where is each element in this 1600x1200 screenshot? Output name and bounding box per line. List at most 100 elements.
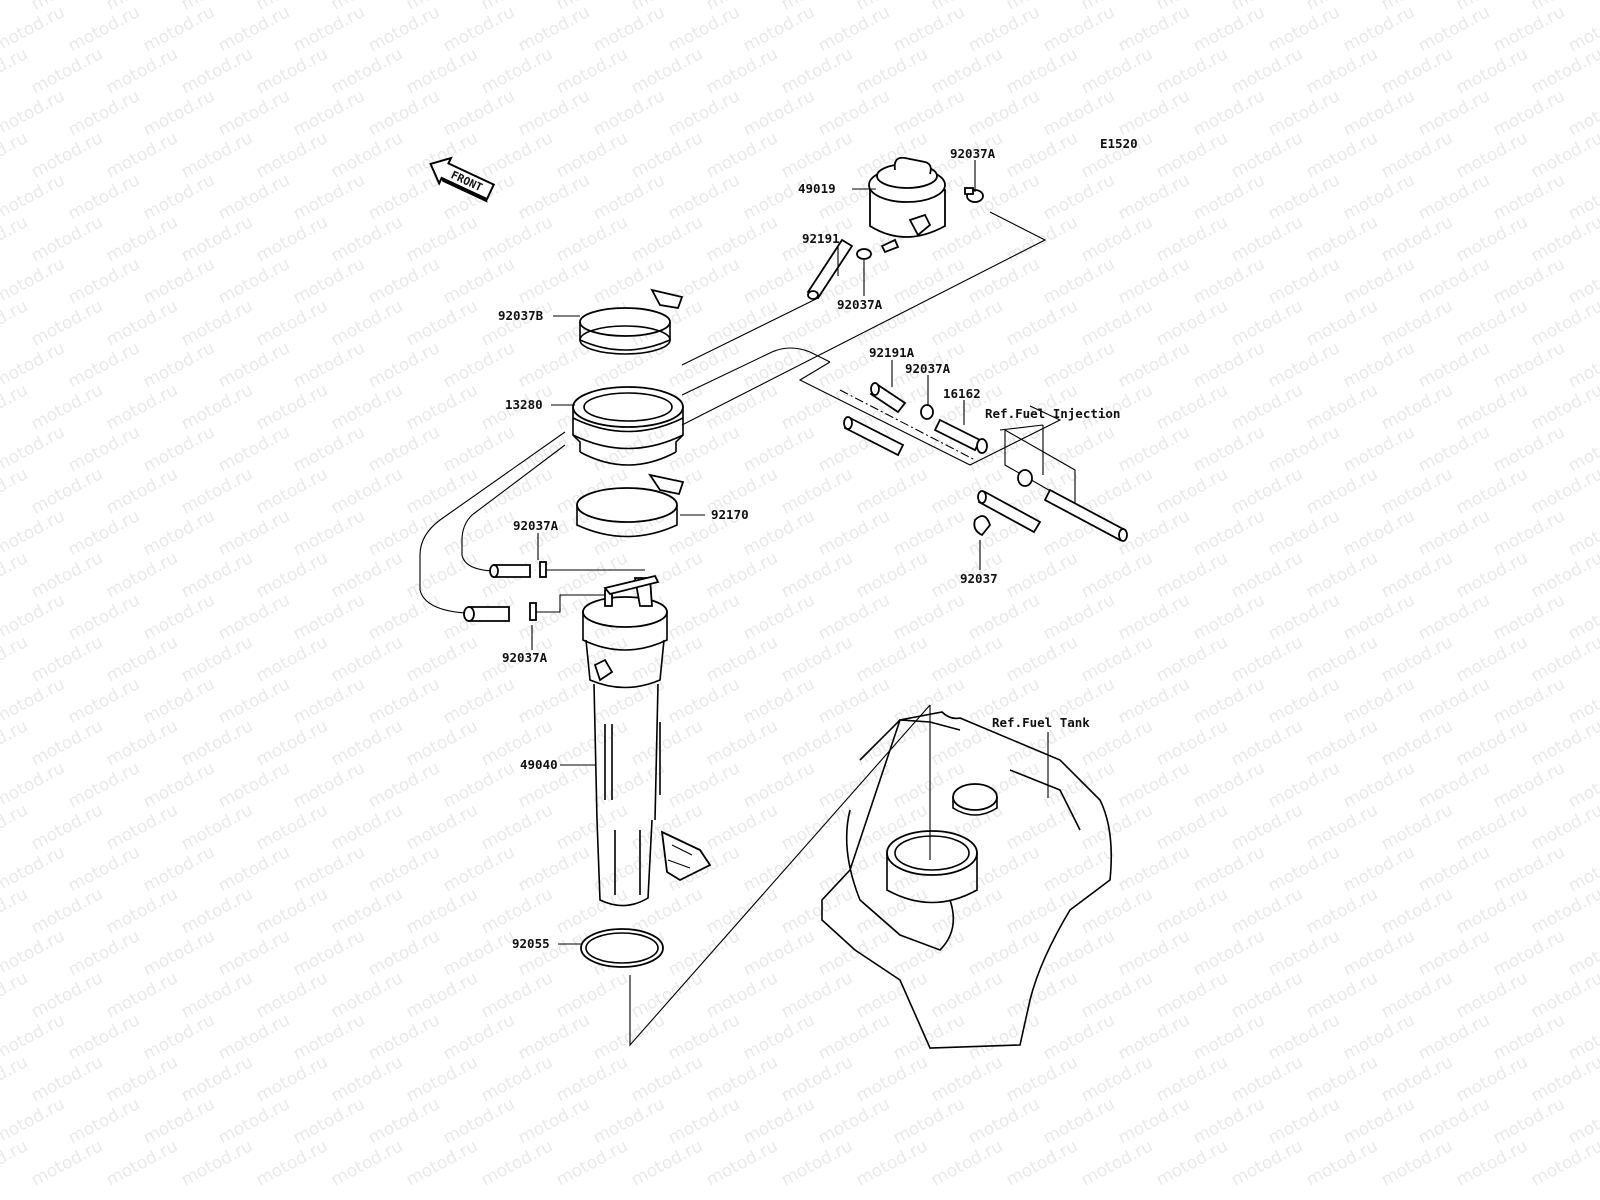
watermark-text: motod.ru — [440, 842, 518, 896]
watermark-text: motod.ru — [628, 968, 706, 1022]
watermark-text: motod.ru — [103, 380, 181, 434]
watermark-text: motod.ru — [703, 632, 781, 686]
watermark-text: motod.ru — [1190, 170, 1268, 224]
watermark-text: motod.ru — [1453, 296, 1531, 350]
watermark-text: motod.ru — [215, 506, 293, 560]
watermark-text: motod.ru — [665, 1094, 743, 1148]
watermark-text: motod.ru — [103, 1052, 181, 1106]
watermark-text: motod.ru — [1453, 800, 1531, 854]
watermark-text: motod.ru — [703, 44, 781, 98]
watermark-text: motod.ru — [1265, 506, 1343, 560]
watermark-text: motod.ru — [553, 44, 631, 98]
watermark-text: motod.ru — [1115, 926, 1193, 980]
watermark-text: motod.ru — [140, 842, 218, 896]
watermark-text: motod.ru — [328, 296, 406, 350]
watermark-text: motod.ru — [253, 44, 331, 98]
watermark-text: motod.ru — [290, 338, 368, 392]
watermark-text: motod.ru — [1378, 800, 1456, 854]
label-92037A-top: 92037A — [950, 146, 996, 161]
watermark-text: motod.ru — [1378, 548, 1456, 602]
watermark-text: motod.ru — [628, 212, 706, 266]
watermark-text: motod.ru — [403, 800, 481, 854]
watermark-text: motod.ru — [1340, 758, 1418, 812]
watermark-text: motod.ru — [215, 338, 293, 392]
joint-16162 — [933, 418, 988, 454]
watermark-text: motod.ru — [1265, 1094, 1343, 1148]
watermark-text: motod.ru — [928, 1136, 1006, 1190]
watermark-text: motod.ru — [365, 506, 443, 560]
watermark-text: motod.ru — [65, 674, 143, 728]
watermark-text: motod.ru — [403, 1052, 481, 1106]
watermark-text: motod.ru — [1415, 506, 1493, 560]
watermark-text: motod.ru — [178, 296, 256, 350]
watermark-text: motod.ru — [65, 758, 143, 812]
watermark-text: motod.ru — [1265, 674, 1343, 728]
watermark-text: motod.ru — [553, 212, 631, 266]
watermark-text: motod.ru — [1003, 212, 1081, 266]
fuel-filter-49019 — [868, 156, 946, 254]
watermark-text: motod.ru — [1303, 380, 1381, 434]
watermark-text: motod.ru — [1490, 338, 1568, 392]
watermark-text: motod.ru — [403, 884, 481, 938]
watermark-text: motod.ru — [478, 296, 556, 350]
watermark-text: motod.ru — [1453, 1052, 1531, 1106]
watermark-text: motod.ru — [403, 212, 481, 266]
watermark-text: motod.ru — [553, 128, 631, 182]
watermark-text: motod.ru — [65, 422, 143, 476]
watermark-text: motod.ru — [103, 464, 181, 518]
watermark-text: motod.ru — [515, 422, 593, 476]
watermark-text: motod.ru — [553, 800, 631, 854]
watermark-text: motod.ru — [703, 1052, 781, 1106]
watermark-text: motod.ru — [1528, 968, 1600, 1022]
watermark-text: motod.ru — [365, 2, 443, 56]
watermark-text: motod.ru — [103, 968, 181, 1022]
hose-92191 — [806, 238, 854, 300]
ref-fuel-injection-box — [1004, 429, 1128, 542]
label-92037A-left1: 92037A — [513, 518, 559, 533]
watermark-text: motod.ru — [1340, 1094, 1418, 1148]
watermark-text: motod.ru — [1228, 1052, 1306, 1106]
watermark-text: motod.ru — [328, 632, 406, 686]
watermark-text: motod.ru — [1115, 422, 1193, 476]
watermark-text: motod.ru — [1453, 464, 1531, 518]
watermark-text: motod.ru — [478, 128, 556, 182]
watermark-text: motod.ru — [290, 842, 368, 896]
watermark-text: motod.ru — [553, 968, 631, 1022]
watermark-text: motod.ru — [365, 338, 443, 392]
watermark-text: motod.ru — [253, 212, 331, 266]
watermark-text: motod.ru — [1153, 296, 1231, 350]
watermark-text: motod.ru — [703, 128, 781, 182]
watermark-text: motod.ru — [403, 968, 481, 1022]
watermark-text: motod.ru — [703, 800, 781, 854]
band-92170 — [576, 473, 685, 538]
watermark-text: motod.ru — [740, 170, 818, 224]
watermark-text: motod.ru — [140, 2, 218, 56]
watermark-text: motod.ru — [1153, 1136, 1231, 1190]
watermark-text: motod.ru — [1528, 296, 1600, 350]
watermark-text: motod.ru — [140, 422, 218, 476]
watermark-text: motod.ru — [1003, 1136, 1081, 1190]
label-92037A-left2: 92037A — [502, 650, 548, 665]
watermark-text: motod.ru — [253, 380, 331, 434]
watermark-text: motod.ru — [365, 842, 443, 896]
label-ref-fuel-injection: Ref.Fuel Injection — [985, 406, 1120, 421]
watermark-text: motod.ru — [1340, 506, 1418, 560]
watermark-text: motod.ru — [1190, 2, 1268, 56]
watermark-text: motod.ru — [178, 1136, 256, 1190]
watermark-text: motod.ru — [478, 212, 556, 266]
watermark-text: motod.ru — [1303, 632, 1381, 686]
watermark-text: motod.ru — [1228, 884, 1306, 938]
watermark-text: motod.ru — [365, 422, 443, 476]
watermark-text: motod.ru — [628, 128, 706, 182]
watermark-text: motod.ru — [65, 1094, 143, 1148]
watermark-text: motod.ru — [1078, 1052, 1156, 1106]
watermark-text: motod.ru — [1528, 716, 1600, 770]
watermark-text: motod.ru — [178, 464, 256, 518]
watermark-text: motod.ru — [0, 464, 31, 518]
watermark-text: motod.ru — [665, 2, 743, 56]
watermark-text: motod.ru — [178, 632, 256, 686]
watermark-text: motod.ru — [1265, 86, 1343, 140]
watermark-text: motod.ru — [365, 86, 443, 140]
